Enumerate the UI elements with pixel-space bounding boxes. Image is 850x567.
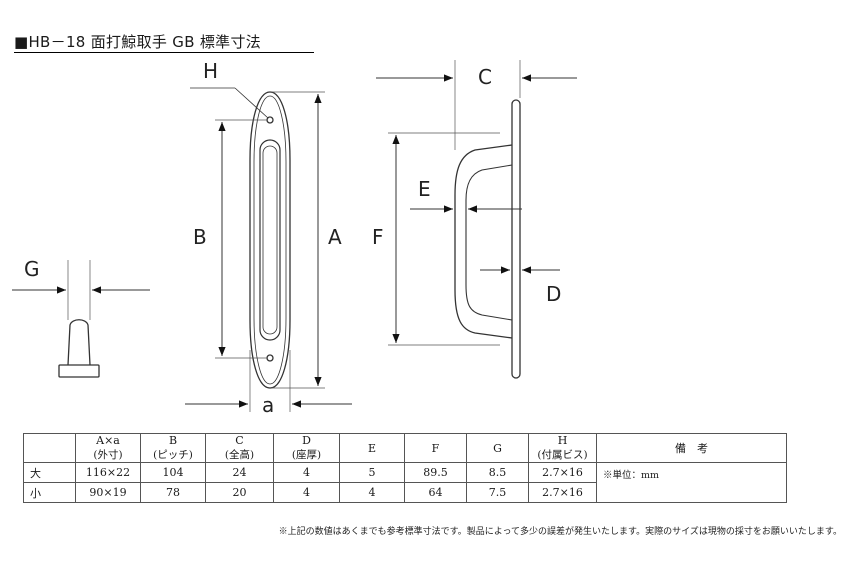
label-C: C (478, 65, 492, 89)
header-cell-D: D(座厚) (273, 433, 340, 463)
table-header-row: A×a(外寸) B(ピッチ) C(全高) D(座厚) E F G H(付属ビス)… (23, 433, 787, 463)
plate-outline (249, 91, 291, 389)
label-E: E (418, 177, 431, 201)
side-view (454, 99, 521, 379)
grip-profile (454, 144, 513, 339)
header-cell-H: H(付属ビス) (528, 433, 597, 463)
row-size-label: 小 (23, 482, 76, 503)
cell-B: 104 (140, 462, 206, 483)
cell-F: 64 (404, 482, 467, 503)
cell-H: 2.7×16 (528, 482, 597, 503)
cell-G: 8.5 (466, 462, 529, 483)
page-title: ■HB－18 面打鯨取手 GB 標準寸法 (14, 33, 262, 51)
header-cell-C: C(全高) (205, 433, 274, 463)
cell-H: 2.7×16 (528, 462, 597, 483)
screw-head (58, 364, 100, 378)
header-cell-E: E (339, 433, 405, 463)
cell-C: 20 (205, 482, 274, 503)
cell-B: 78 (140, 482, 206, 503)
label-F: F (372, 225, 384, 249)
plate-inner-outline (253, 95, 287, 385)
grip-recess (259, 139, 281, 341)
spec-table: A×a(外寸) B(ピッチ) C(全高) D(座厚) E F G H(付属ビス)… (23, 433, 787, 503)
screw-view (58, 319, 100, 378)
cell-Axa: 90×19 (75, 482, 141, 503)
base-plate (511, 99, 521, 379)
front-view (249, 91, 291, 389)
header-cell-F: F (404, 433, 467, 463)
footnote: ※上記の数値はあくまでも参考標準寸法です。製品によって多少の誤差が発生いたします… (278, 527, 842, 537)
cell-G: 7.5 (466, 482, 529, 503)
label-a: a (262, 393, 274, 417)
header-cell-remarks: 備 考 (596, 433, 787, 463)
row-size-label: 大 (23, 462, 76, 483)
cell-E: 5 (339, 462, 405, 483)
label-D: D (546, 282, 561, 306)
cell-E: 4 (339, 482, 405, 503)
table-row: 大 116×22 104 24 4 5 89.5 8.5 2.7×16 ※単位：… (23, 462, 787, 503)
label-A: A (328, 225, 342, 249)
header-cell-G: G (466, 433, 529, 463)
title-underline (14, 52, 314, 53)
screw-shank (67, 319, 91, 366)
cell-F: 89.5 (404, 462, 467, 483)
header-cell-Axa: A×a(外寸) (75, 433, 141, 463)
label-H: H (203, 59, 218, 83)
header-cell-blank (23, 433, 76, 463)
cell-D: 4 (273, 482, 340, 503)
table-row: 小 90×19 78 20 4 4 64 7.5 2.7×16 (23, 482, 787, 503)
remark-cell: ※単位：mm (596, 462, 787, 503)
cell-D: 4 (273, 462, 340, 483)
cell-C: 24 (205, 462, 274, 483)
header-cell-B: B(ピッチ) (140, 433, 206, 463)
label-G: G (24, 257, 40, 281)
label-B: B (193, 225, 207, 249)
cell-Axa: 116×22 (75, 462, 141, 483)
